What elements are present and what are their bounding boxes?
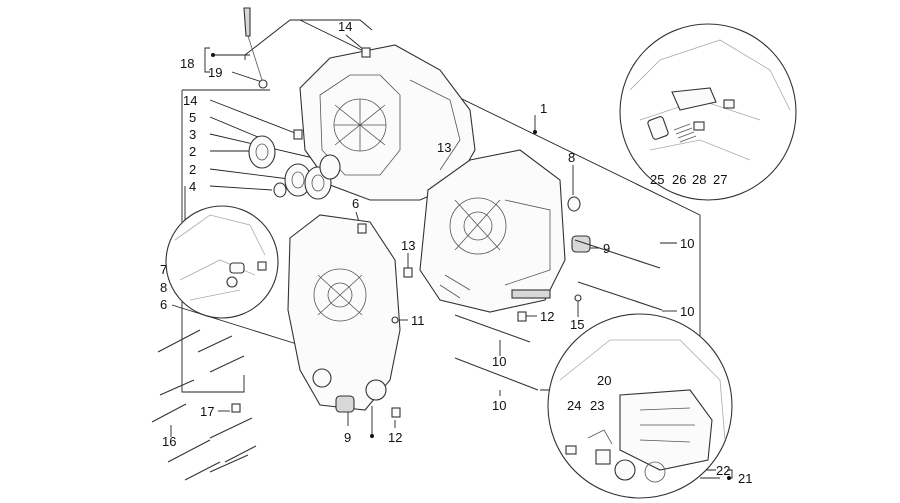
callout-10: 10 <box>680 236 694 251</box>
callout-12: 12 <box>540 309 554 324</box>
callout-19: 19 <box>208 65 222 80</box>
callout-26: 26 <box>672 172 686 187</box>
callout-22: 22 <box>716 463 730 478</box>
crankcase-right <box>419 149 566 313</box>
callout-14: 14 <box>338 19 352 34</box>
callout-7: 7 <box>160 262 167 277</box>
callout-20: 20 <box>597 373 611 388</box>
callout-13: 13 <box>437 140 451 155</box>
callout-25: 25 <box>650 172 664 187</box>
callout-1: 1 <box>540 101 547 116</box>
callout-10: 10 <box>492 398 506 413</box>
callout-12: 12 <box>388 430 402 445</box>
callout-18: 18 <box>180 56 194 71</box>
callout-27: 27 <box>713 172 727 187</box>
inset-bottom-right <box>547 313 733 499</box>
callout-2: 2 <box>189 144 196 159</box>
callout-10: 10 <box>680 304 694 319</box>
callout-23: 23 <box>590 398 604 413</box>
callout-5: 5 <box>189 110 196 125</box>
callout-14: 14 <box>183 93 197 108</box>
callout-21: 21 <box>738 471 752 486</box>
callout-labels: 1 2 2 3 4 5 6 6 7 8 8 9 9 10 10 10 10 11… <box>160 19 752 486</box>
callout-3: 3 <box>189 127 196 142</box>
callout-9: 9 <box>603 241 610 256</box>
small-parts <box>151 7 663 481</box>
callout-16: 16 <box>162 434 176 449</box>
callout-17: 17 <box>200 404 214 419</box>
callout-10: 10 <box>492 354 506 369</box>
callout-4: 4 <box>189 179 196 194</box>
callout-6: 6 <box>160 297 167 312</box>
callout-9: 9 <box>344 430 351 445</box>
callout-24: 24 <box>567 398 581 413</box>
callout-6: 6 <box>352 196 359 211</box>
callout-2: 2 <box>189 162 196 177</box>
callout-8: 8 <box>160 280 167 295</box>
callout-28: 28 <box>692 172 706 187</box>
callout-8: 8 <box>568 150 575 165</box>
inset-left <box>165 205 279 319</box>
callout-11: 11 <box>411 313 425 328</box>
crankcase-left <box>287 214 401 411</box>
inset-top-right <box>619 23 797 201</box>
callout-13: 13 <box>401 238 415 253</box>
callout-15: 15 <box>570 317 584 332</box>
